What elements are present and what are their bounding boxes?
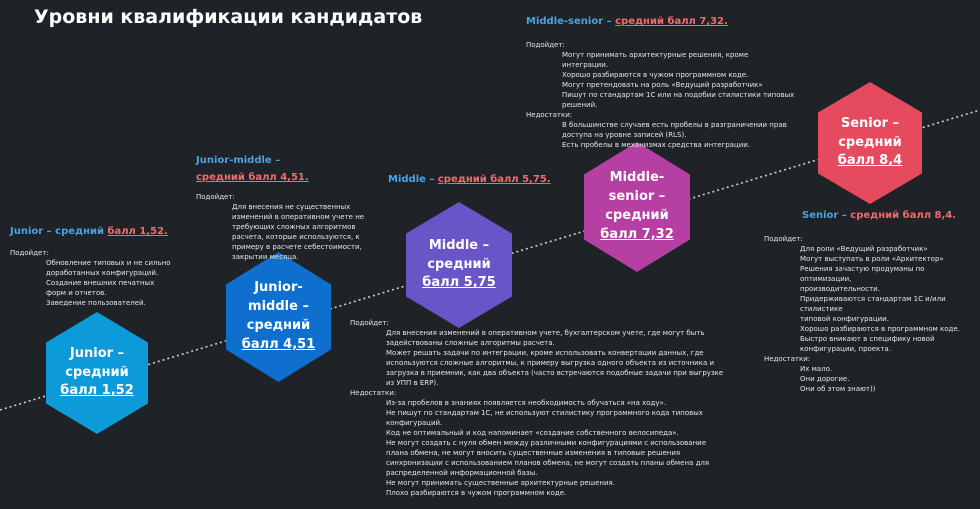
hex-line: средний [246,318,311,333]
flaws-label: Недостатки: [526,111,573,119]
junior-heading-name: Junior – средний [10,226,108,237]
middle-senior-heading-score: средний балл 7,32. [615,16,728,27]
middle-heading-name: Middle – [388,174,438,185]
list-item: загрузка в приемник, как два объекта (ча… [386,369,724,377]
list-item: форм и отчетов. [46,289,107,297]
junior-heading: Junior – средний балл 1,52. [10,226,168,237]
list-item: плана обмена, не могут вносить существен… [386,449,681,457]
hexagon-junior: Junior – средний балл 1,52 [46,312,148,434]
list-item: Есть пробелы в механизмах средства интег… [562,141,751,149]
list-item: конфигурации, проекта. [800,345,891,353]
junior-heading-score: балл 1,52. [107,226,168,237]
hex-line: Senior – [840,115,900,131]
list-item: Не могут создать с нуля обмен между разл… [386,439,706,447]
suitable-label: Подойдет: [526,41,565,49]
hex-score: балл 4,51 [241,336,316,352]
list-item: Хорошо разбираются в программном коде. [800,325,960,333]
list-item: типовой конфигурации. [800,315,889,323]
list-item: Не могут принимать существенные архитект… [386,479,615,487]
senior-details: Подойдет: Для роли «Ведущий разработчик»… [764,234,978,394]
suitable-label: Подойдет: [350,319,389,327]
flaws-label: Недостатки: [350,389,397,397]
list-item: Хорошо разбираются в чужом программном к… [562,71,749,79]
list-item: Создание внешних печатных [46,279,155,287]
list-item: используются сложные алгоритмы, к пример… [386,359,715,367]
hex-score: балл 7,32 [600,226,674,242]
list-item: из УПП в ERP). [386,379,439,387]
middle-senior-details: Подойдет: Могут принимать архитектурные … [526,40,816,150]
page-title: Уровни квалификации кандидатов [34,6,423,28]
list-item: Могут претендовать на роль «Ведущий разр… [562,81,763,89]
hex-line: Junior – [69,345,125,361]
list-item: Не пишут по стандартам 1С, не используют… [386,409,703,417]
middle-senior-heading: Middle-senior – средний балл 7,32. [526,16,728,27]
list-item: интеграции. [562,61,609,69]
middle-details: Подойдет: Для внесения изменений в опера… [350,318,750,498]
list-item: синхронизации с использованием планов об… [386,459,710,467]
list-item: требующих сложных алгоритмов [232,223,356,231]
list-item: производительности. [800,285,880,293]
hex-line: средний [65,364,129,380]
list-item: Придерживаются стандартам 1С и/или стили… [800,295,946,313]
list-item: распределенной информационной базы. [386,469,538,477]
hexagon-middle-senior: Middle- senior – средний балл 7,32 [584,142,690,272]
hex-line: средний [838,134,902,150]
list-item: Они дорогие. [800,375,850,383]
list-item: Обновление типовых и не сильно [46,259,171,267]
list-item: примеру в расчете себестоимости, [232,243,362,251]
middle-heading: Middle – средний балл 5,75. [388,174,551,185]
junior-middle-heading: Junior-middle – средний балл 4,51. [196,152,309,186]
hex-score: балл 5,75 [422,275,496,291]
hex-line: senior – [608,189,666,205]
flaws-label: Недостатки: [764,355,811,363]
list-item: Заведение пользователей. [46,299,146,307]
middle-heading-score: средний балл 5,75. [437,174,551,185]
senior-heading-score: средний балл 8,4. [850,210,957,221]
list-item: закрытии месяца. [232,253,299,261]
list-item: Плохо разбираются в чужом программном ко… [386,489,567,497]
hex-line: Middle – [428,237,490,253]
list-item: доступа на уровне записей (RLS). [562,131,687,139]
hex-score: балл 8,4 [837,153,903,169]
junior-middle-heading-name: Junior-middle – [196,155,281,166]
hex-line: middle – [248,299,309,315]
list-item: Могут принимать архитектурные решения, к… [562,51,749,59]
suitable-label: Подойдет: [196,193,235,201]
list-item: Для внесения не существенных [232,203,351,211]
middle-senior-heading-name: Middle-senior – [526,16,616,27]
list-item: Быстро вникают в специфику новой [800,335,935,343]
list-item: Для внесения изменений в оперативном уче… [386,329,705,337]
list-item: Из-за пробелов в знаниях появляется необ… [386,399,667,407]
junior-middle-details: Подойдет: Для внесения не существенных и… [196,192,396,262]
hex-line: средний [427,256,491,272]
list-item: Может решать задачи по интеграции, кроме… [386,349,704,357]
list-item: Могут выступать в роли «Архитектор» [800,255,944,263]
hex-line: Middle- [609,170,665,186]
list-item: В большинстве случаев есть пробелы в раз… [562,121,787,129]
list-item: задействованы сложные алгоритмы расчета. [386,339,555,347]
list-item: расчета, которые используются, к [232,233,360,241]
list-item: Пишут по стандартам 1С или на подобии ст… [562,91,795,99]
list-item: Для роли «Ведущий разработчик» [800,245,928,253]
senior-heading: Senior – средний балл 8,4. [802,210,956,221]
list-item: Решения зачастую продуманы по оптимизаци… [800,265,925,283]
junior-details: Подойдет: Обновление типовых и не сильно… [10,248,210,308]
junior-middle-heading-score: средний балл 4,51. [196,172,309,183]
list-item: Они об этом знают)) [800,385,876,393]
list-item: решений. [562,101,598,109]
senior-heading-name: Senior – [802,210,851,221]
suitable-label: Подойдет: [10,249,49,257]
list-item: изменений в оперативном учете не [232,213,365,221]
suitable-label: Подойдет: [764,235,803,243]
hex-score: балл 1,52 [60,383,134,399]
hex-line: средний [605,208,669,223]
hex-line: Junior- [254,280,303,296]
list-item: Код не оптимальный и код напоминает «соз… [386,429,679,437]
list-item: конфигураций. [386,419,443,427]
list-item: доработанных конфигураций. [46,269,159,277]
list-item: Их мало. [800,365,833,373]
